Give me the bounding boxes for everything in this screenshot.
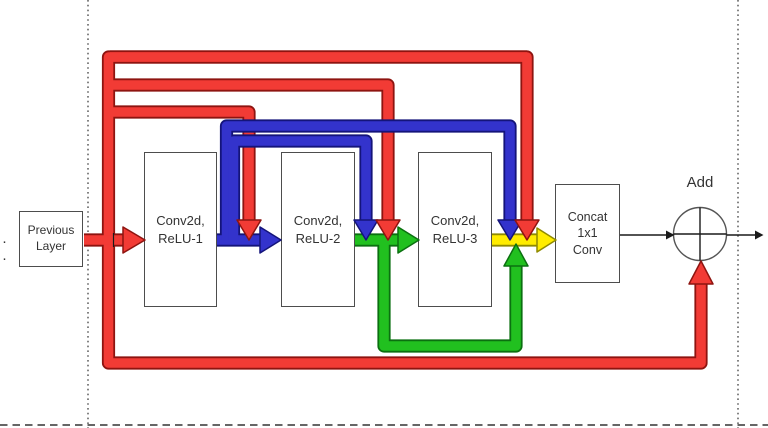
output-arrowhead xyxy=(755,230,764,240)
previous-layer-label-line2: Layer xyxy=(35,239,67,253)
concat-label-line1: Concat xyxy=(567,209,608,224)
concat-label-line3: Conv xyxy=(572,242,603,257)
conv-relu-1-label-line1: Conv2d, xyxy=(156,213,205,229)
red-up-arrowhead-at-add xyxy=(688,260,714,285)
conv-relu-1-label-line2: ReLU-1 xyxy=(158,230,203,246)
conv-relu-3-box: Conv2d, ReLU-3 xyxy=(418,152,492,307)
conv-relu-3-label-line2: ReLU-3 xyxy=(432,230,478,246)
red-down-arrowhead-at-conv2 xyxy=(236,219,262,241)
conv-relu-1-box: Conv2d, ReLU-1 xyxy=(144,152,217,307)
green-arrowhead-into-conv3 xyxy=(397,226,420,254)
blue-arrowhead-into-conv2 xyxy=(259,226,282,254)
red-down-arrowhead-at-conv3 xyxy=(375,219,401,241)
concat-to-add-arrowhead xyxy=(666,230,675,240)
blue-down-arrowhead-at-conv3 xyxy=(353,219,379,241)
conv-relu-2-label-line1: Conv2d, xyxy=(293,213,343,229)
concat-label-line2: 1x1 xyxy=(577,226,598,241)
conv-relu-2-label-line2: ReLU-2 xyxy=(295,230,341,246)
conv-relu-3-label-line1: Conv2d, xyxy=(430,213,480,229)
green-up-arrowhead-at-concat xyxy=(503,243,529,267)
red-down-arrowhead-at-concat xyxy=(514,219,540,241)
add-node-label: Add xyxy=(686,174,714,191)
conv-relu-2-box: Conv2d, ReLU-2 xyxy=(281,152,355,307)
yellow-arrowhead-into-concat xyxy=(536,227,557,253)
blue-down-arrowhead-at-concat xyxy=(497,219,523,241)
previous-layer-label-line1: Previous xyxy=(27,223,75,238)
add-circle xyxy=(672,206,728,262)
red-arrowhead-into-conv1 xyxy=(122,226,146,254)
previous-layer-box: Previous Layer xyxy=(19,211,83,267)
concat-1x1-conv-box: Concat 1x1 Conv xyxy=(555,184,620,283)
continuation-dots: · · xyxy=(2,233,9,267)
